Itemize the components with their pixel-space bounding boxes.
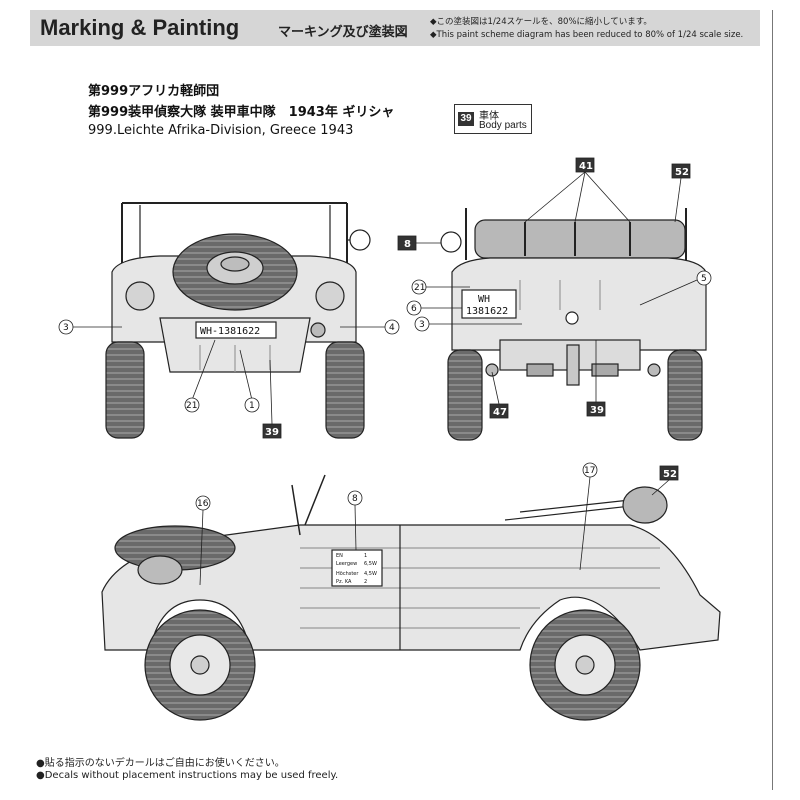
side-callout-8: 8 (352, 494, 358, 504)
side-stencil-box: EN 1 Leergew 6,5W Höchster 4,5W Pz. KA 2 (331, 549, 383, 587)
front-callout-4: 4 (389, 323, 395, 333)
side-callout-52: 52 (663, 469, 677, 480)
scale-note-jp: ◆この塗装図は1/24スケールを、80%に縮小しています。 (430, 17, 652, 27)
rear-callout-52: 52 (675, 167, 689, 178)
stencil-row2-label: Leergew (336, 561, 357, 567)
front-left-wheel (105, 341, 145, 439)
rear-callout-5: 5 (701, 274, 707, 284)
side-front-wheel (144, 609, 256, 721)
rear-callouts: 41 52 8 21 6 3 5 47 (397, 157, 712, 419)
unit-title-jp-2: 第999装甲偵察大隊 装甲車中隊 1943年 ギリシャ (88, 105, 395, 120)
front-license-plate (195, 321, 277, 339)
front-left-headlight (125, 281, 155, 311)
side-rear-wheel (529, 609, 641, 721)
rear-plate-line1: WH (478, 294, 490, 305)
header-bar: Marking & Painting マーキング及び塗装図 ◆この塗装図は1/2… (30, 10, 760, 46)
legend-label-en: Body parts (479, 120, 527, 131)
rear-license-plate (461, 289, 517, 319)
rear-view: WH 1381622 (440, 208, 707, 441)
legend-number: 39 (458, 112, 474, 126)
front-right-wheel (325, 341, 365, 439)
stencil-row2-value: 6,5W (364, 561, 377, 567)
side-spare-tire (114, 525, 236, 585)
rear-left-wheel (447, 349, 483, 441)
side-callout-17: 17 (584, 466, 595, 476)
front-right-headlight (315, 281, 345, 311)
front-callouts: 3 4 21 1 39 (58, 319, 400, 439)
rear-callout-21: 21 (414, 283, 425, 293)
side-callouts: 16 8 17 52 (195, 462, 679, 586)
color-legend-body-parts: 39 車体 Body parts (454, 104, 532, 134)
right-margin-line (772, 10, 773, 790)
rear-folded-top (474, 219, 686, 259)
stencil-row1-label: EN (336, 553, 343, 559)
front-callout-21: 21 (186, 401, 197, 411)
unit-title-jp-1: 第999アフリカ軽師団 (88, 84, 220, 99)
front-view: WH-1381622 (105, 202, 371, 439)
front-spare-tire (172, 233, 298, 311)
stencil-row3-value: 4,5W (364, 571, 377, 577)
front-callout-39: 39 (265, 427, 279, 438)
footer-note-en: ●Decals without placement instructions m… (36, 770, 339, 781)
side-view: EN 1 Leergew 6,5W Höchster 4,5W Pz. KA 2 (101, 474, 721, 721)
front-callout-3: 3 (63, 323, 69, 333)
header-title-jp: マーキング及び塗装図 (278, 25, 408, 40)
legend-label-jp: 車体 (479, 111, 499, 122)
stencil-row4-label: Pz. KA (336, 579, 352, 585)
rear-right-wheel (667, 349, 703, 441)
scale-note-en: ◆This paint scheme diagram has been redu… (430, 30, 744, 40)
rear-callout-8: 8 (404, 239, 411, 250)
rear-callout-47: 47 (493, 407, 507, 418)
rear-callout-39: 39 (590, 405, 604, 416)
rear-callout-41: 41 (579, 161, 593, 172)
header-title: Marking & Painting (40, 15, 240, 40)
front-callout-1: 1 (249, 401, 255, 411)
stencil-row4-value: 2 (364, 579, 367, 585)
rear-callout-6: 6 (411, 304, 417, 314)
rear-callout-3: 3 (419, 320, 425, 330)
footer-note-jp: ●貼る指示のないデカールはご自由にお使いください。 (36, 758, 285, 769)
front-plate-text: WH-1381622 (200, 326, 260, 337)
rear-plate-line2: 1381622 (466, 306, 508, 317)
stencil-row1-value: 1 (364, 553, 367, 559)
side-callout-16: 16 (197, 499, 209, 509)
unit-title-en: 999.Leichte Afrika-Division, Greece 1943 (88, 123, 354, 138)
stencil-row3-label: Höchster (336, 571, 359, 577)
